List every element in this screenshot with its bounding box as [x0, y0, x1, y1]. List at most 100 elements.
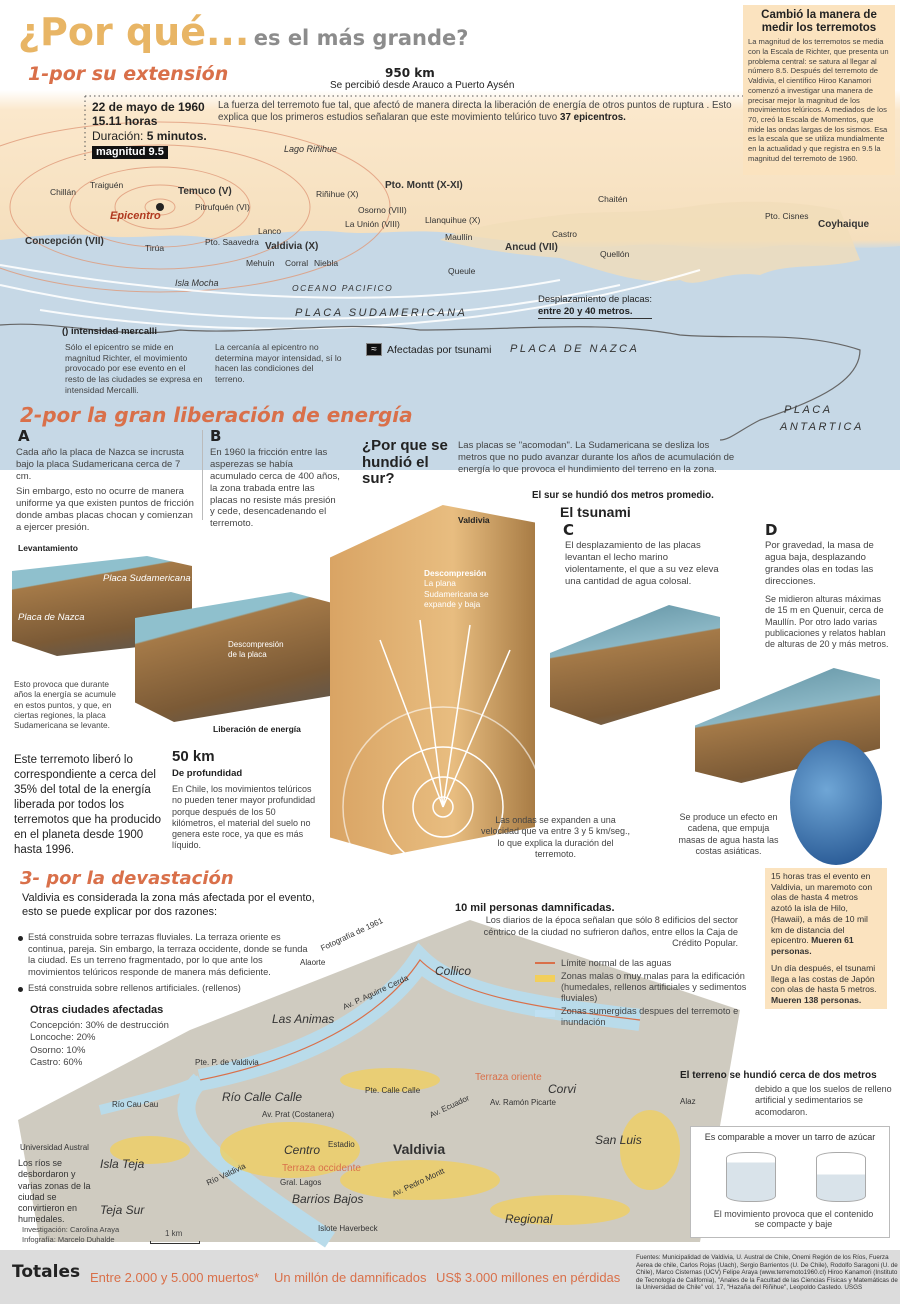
map-label: Lago Riñihue	[284, 144, 338, 154]
legend-swatch	[535, 962, 555, 964]
richter-box: Cambió la manera de medir los terremotos…	[743, 5, 895, 175]
map-chile-south	[0, 95, 900, 470]
map-label: Las Animas	[272, 1012, 335, 1026]
sugar-title: Es comparable a mover un tarro de azúcar	[704, 1132, 876, 1142]
a-text-2: Sin embargo, esto no ocurre de manera un…	[16, 486, 194, 533]
legend-item: Límite normal de las aguas	[535, 958, 775, 969]
richter-box-text: La magnitud de los terremotos se media c…	[748, 37, 889, 163]
credit-research: Investigación: Carolina Araya	[22, 1225, 120, 1234]
label-a: A	[18, 427, 30, 445]
other-cities-title: Otras ciudades afectadas	[30, 1004, 164, 1016]
intro-text-body: La fuerza del terremoto fue tal, que afe…	[218, 100, 732, 124]
map-label: Centro	[284, 1143, 321, 1157]
map-label: OCEANO PACIFICO	[292, 283, 394, 293]
legend-item: Zonas malas o muy malas para la edificac…	[535, 971, 775, 1004]
map-label: Chaitén	[598, 194, 628, 204]
d-text-1: Por gravedad, la masa de agua baja, desp…	[765, 540, 874, 587]
bullet-icon	[18, 936, 23, 941]
mercalli-text: Sólo el epicentro se mide en magnitud Ri…	[65, 342, 203, 395]
decomp-block: Descompresión La plana Sudamericana se e…	[424, 568, 509, 609]
scale-label: 1 km	[165, 1229, 183, 1238]
scale-bar	[150, 1241, 200, 1244]
depth-text: En Chile, los movimientos telúricos no p…	[172, 784, 316, 851]
map-label: Regional	[505, 1212, 553, 1226]
map-label: Quellón	[600, 249, 630, 259]
tsunami-wave-icon: ≈	[366, 343, 382, 356]
page-title: ¿Por qué... es el más grande?	[18, 10, 468, 54]
city-damage: Concepción: 30% de destrucción	[30, 1020, 169, 1031]
map-label: Temuco (V)	[178, 186, 232, 197]
intro-text-bold: 37 epicentros.	[560, 112, 626, 124]
why-bold: El sur se hundió dos metros promedio.	[532, 490, 714, 501]
legend-label: Zonas malas o muy malas para la edificac…	[561, 971, 747, 1004]
map-label: Chillán	[50, 187, 76, 197]
sugar-can-before-icon	[726, 1152, 776, 1202]
sugar-can-after-icon	[816, 1152, 866, 1202]
why-title: ¿Por que se hundió el sur?	[362, 437, 448, 487]
c-text: El desplazamiento de las placas levantan…	[565, 540, 719, 587]
map-label: ANTARTICA	[780, 421, 864, 433]
map-label: Río Cau Cau	[112, 1100, 159, 1109]
valdivia-diagram-label: Valdivia	[458, 515, 490, 525]
map-label: Collico	[435, 964, 472, 978]
map-label: Queule	[448, 266, 476, 276]
rivers-text: Los ríos se desbordaron y varias zonas d…	[18, 1158, 91, 1225]
section2-heading: 2-por la gran liberación de energía	[20, 403, 413, 427]
energy-text: Este terremoto liberó lo correspondiente…	[14, 754, 162, 856]
map-label: Terraza occidente	[282, 1163, 361, 1174]
city-damage: Castro: 60%	[30, 1057, 83, 1069]
tsunami-title: El tsunami	[560, 504, 631, 520]
legend-item: Zonas sumergidas despues del terremoto e…	[535, 1006, 775, 1028]
map-label: Av. Prat (Costanera)	[262, 1110, 335, 1119]
distance-value: 950 km	[385, 66, 435, 80]
divider-ab	[202, 430, 203, 520]
depth-value: 50 km	[172, 748, 215, 765]
map-label: Pte. P. de Valdivia	[195, 1058, 259, 1067]
time: 15.11 horas	[92, 114, 158, 129]
depth-label: De profundidad	[172, 768, 243, 779]
placa-nazca-label: Placa de Nazca	[18, 612, 85, 623]
city-damage: Osorno: 10%	[30, 1044, 86, 1056]
duration-label: Duración:	[92, 128, 144, 143]
map-label: Mehuín	[246, 258, 275, 268]
a-text-3: Esto provoca que durante años la energía…	[14, 679, 116, 731]
chain-text: Se produce un efecto en cadena, que empu…	[678, 812, 779, 856]
label-b: B	[210, 427, 222, 445]
legend-label: Límite normal de las aguas	[561, 958, 672, 968]
map-label: Riñihue (X)	[316, 189, 359, 199]
date-block: 22 de mayo de 1960 15.11 horas Duración:…	[92, 100, 207, 160]
displacement-value: entre 20 y 40 metros.	[538, 306, 653, 319]
mercalli-title: () intensidad mercalli	[62, 326, 158, 337]
magnitude-badge: magnitud 9.5	[92, 146, 168, 160]
map-label: Llanquihue (X)	[425, 215, 481, 225]
d-text-2: Se midieron alturas máximas de 15 m en Q…	[765, 594, 889, 649]
legend-swatch	[535, 975, 555, 983]
map-label: Terraza oriente	[475, 1072, 542, 1083]
map-label: Ancud (VII)	[505, 242, 558, 253]
map-label: Lanco	[258, 226, 282, 236]
map-label: Alaorte	[300, 958, 326, 967]
map-label: Islote Haverbeck	[318, 1224, 378, 1233]
section3-heading: 3- por la devastación	[20, 868, 234, 889]
title-main: ¿Por qué...	[18, 10, 250, 54]
map-label: Barrios Bajos	[292, 1192, 364, 1206]
reason-item: Está construida sobre rellenos artificia…	[18, 983, 313, 995]
japan-deaths: Mueren 138 personas.	[771, 995, 862, 1006]
map-label: Traiguén	[90, 180, 124, 190]
decomp-title: Descompresión	[424, 568, 487, 578]
diagram-b	[135, 592, 330, 722]
map-label: Corral	[285, 258, 309, 268]
hawaii-text: 15 horas tras el evento en Valdivia, un …	[771, 871, 873, 946]
map-label: Alaz	[680, 1097, 696, 1106]
displacement-label: Desplazamiento de placas:	[538, 294, 653, 305]
total-losses: US$ 3.000 millones en pérdidas	[436, 1270, 621, 1285]
sink-text: debido a que los suelos de relleno artif…	[755, 1084, 892, 1117]
victims-title: 10 mil personas damnificadas.	[455, 902, 615, 914]
displacement: Desplazamiento de placas: entre 20 y 40 …	[538, 294, 653, 319]
why-text: Las placas se "acomodan". La Sudamerican…	[458, 440, 735, 475]
map-label: Teja Sur	[100, 1203, 145, 1217]
map-label: Río Calle Calle	[222, 1090, 303, 1104]
map-label: Niebla	[314, 258, 339, 268]
